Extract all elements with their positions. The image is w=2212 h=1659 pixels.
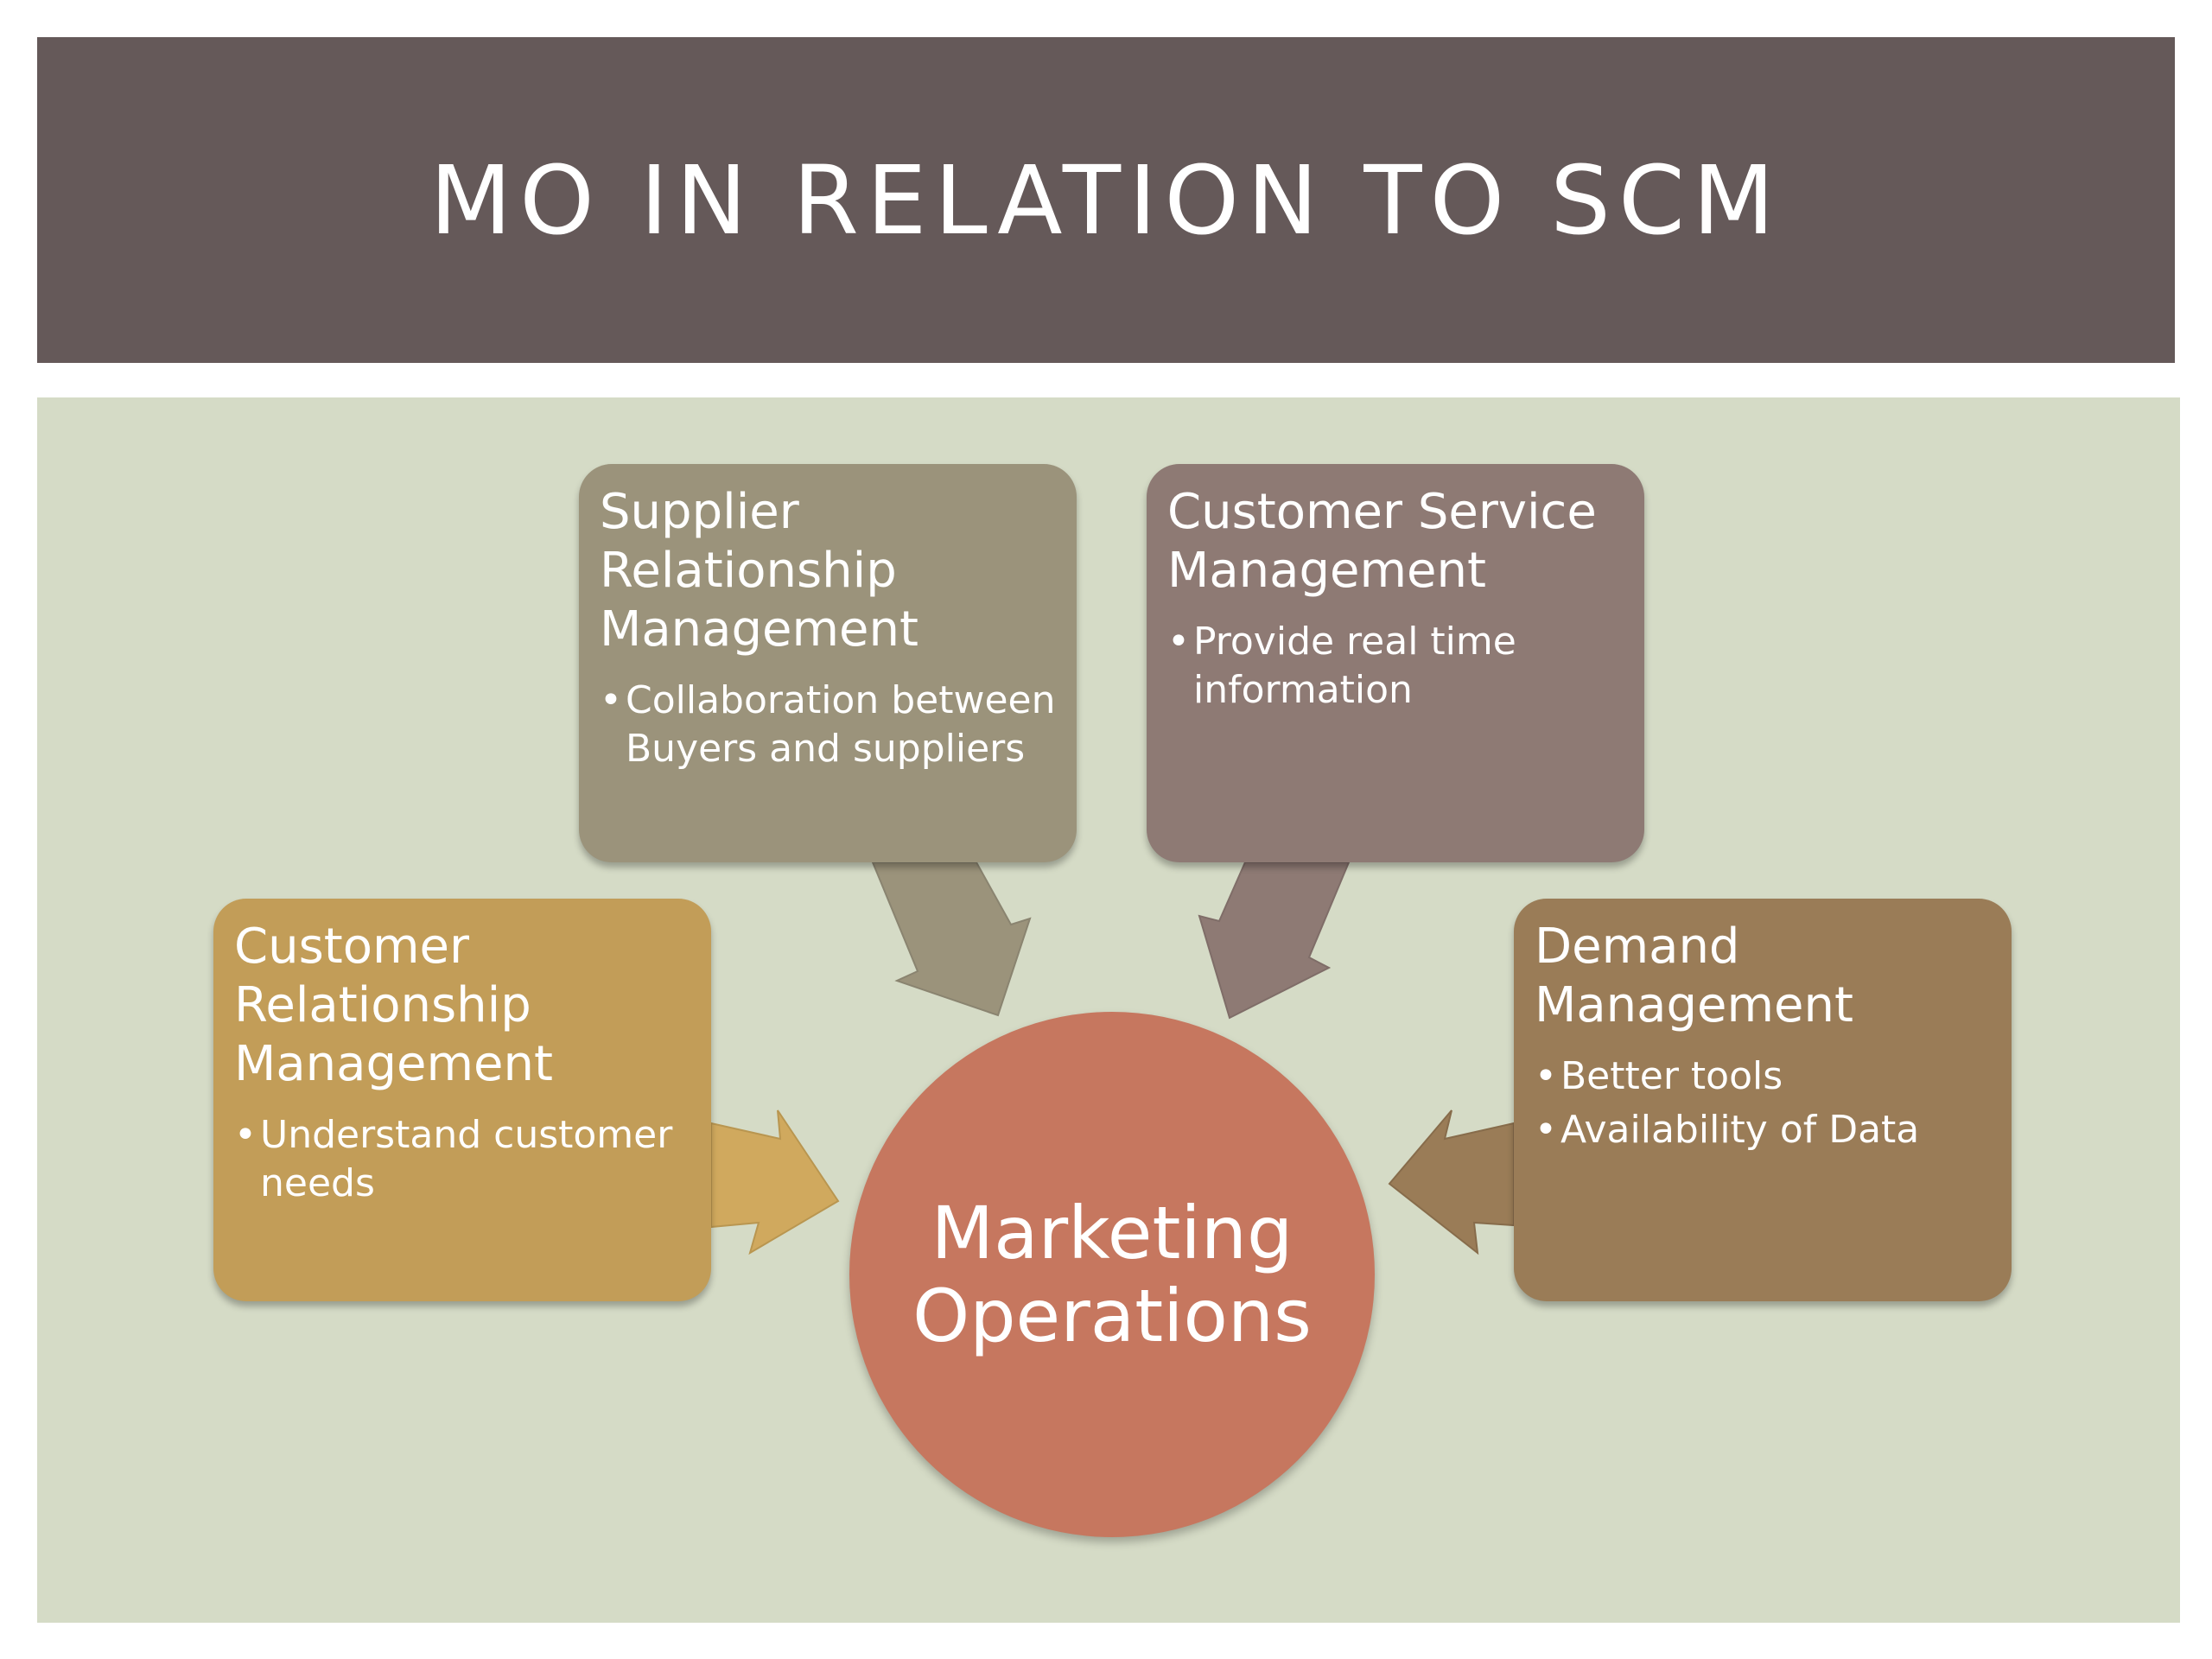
bullet-item: Collaboration between Buyers and supplie… (600, 677, 1056, 773)
demand-management-box: Demand Management Better tools Availabil… (1514, 899, 2012, 1301)
bullet-list: Provide real time information (1167, 618, 1624, 715)
box-heading: Supplier Relationship Management (600, 484, 918, 658)
bullet-list: Better tools Availability of Data (1535, 1052, 1991, 1154)
arrow-supplier-to-center (871, 861, 1032, 1017)
bullet-item: Availability of Data (1535, 1106, 1991, 1154)
bullet-list: Understand customer needs (234, 1111, 690, 1208)
bullet-item: Understand customer needs (234, 1111, 690, 1208)
arrow-service-to-center (1198, 861, 1351, 1020)
slide-title: MO IN RELATION TO SCM (429, 144, 1783, 256)
arrow-demand-to-center (1388, 1109, 1515, 1255)
bullet-item: Provide real time information (1167, 618, 1624, 715)
bullet-list: Collaboration between Buyers and supplie… (600, 677, 1056, 773)
center-label: Marketing Operations (912, 1191, 1312, 1358)
box-heading: Customer Relationship Management (234, 918, 553, 1092)
customer-relationship-box: Customer Relationship Management Underst… (213, 899, 711, 1301)
arrow-crm-to-center (710, 1109, 840, 1255)
customer-service-box: Customer Service Management Provide real… (1147, 464, 1644, 862)
supplier-relationship-box: Supplier Relationship Management Collabo… (579, 464, 1077, 862)
box-heading: Customer Service Management (1167, 484, 1597, 599)
box-heading: Demand Management (1535, 918, 1853, 1033)
title-bar: MO IN RELATION TO SCM (37, 37, 2175, 363)
marketing-operations-circle: Marketing Operations (849, 1012, 1375, 1537)
bullet-item: Better tools (1535, 1052, 1991, 1101)
